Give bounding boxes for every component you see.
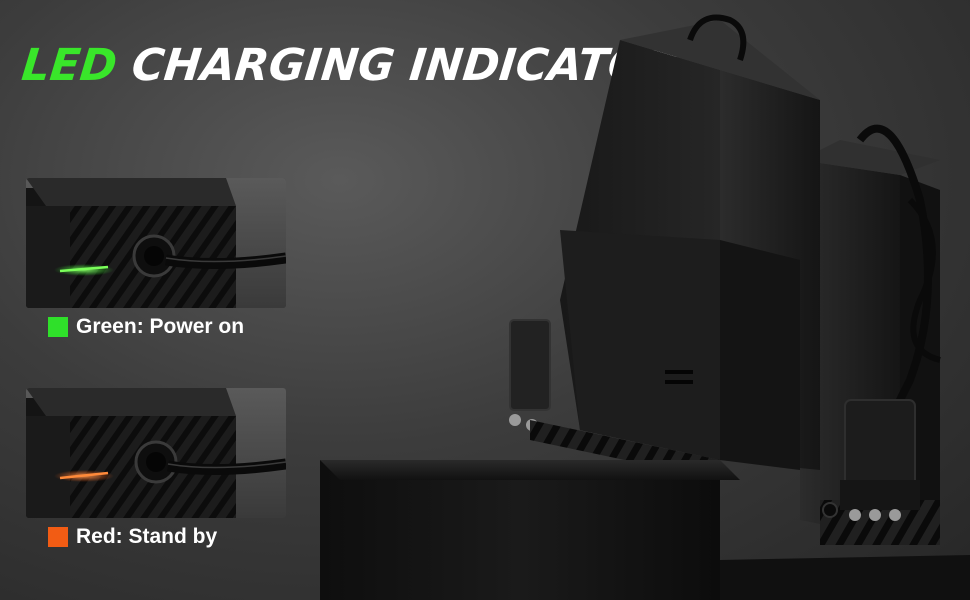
title-accent: LED xyxy=(19,40,120,91)
legend-green-label: Green: Power on xyxy=(76,315,245,338)
power-supply-product-photo xyxy=(300,0,970,600)
green-square-icon xyxy=(48,317,68,337)
red-led-closeup-photo xyxy=(26,388,286,518)
green-led-closeup-photo xyxy=(26,178,286,308)
orange-square-icon xyxy=(48,527,68,547)
legend-red: Red: Stand by xyxy=(48,525,217,549)
legend-red-label: Red: Stand by xyxy=(76,525,218,548)
legend-green: Green: Power on xyxy=(48,315,244,339)
